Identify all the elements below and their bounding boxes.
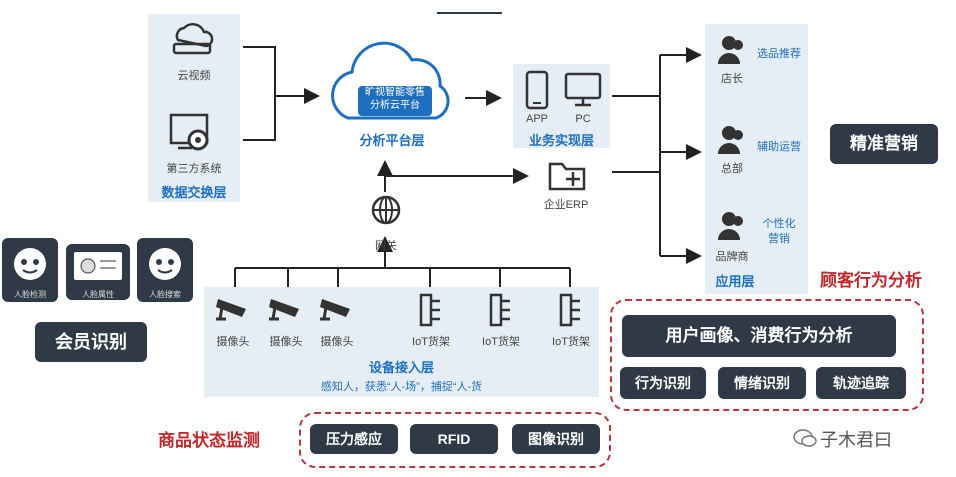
cloud-video-label: 云视频 <box>177 70 211 82</box>
cloud-platform-line2: 分析云平台 <box>370 100 420 111</box>
camera-label-3: 摄像头 <box>320 336 354 348</box>
iot-shelf-label-2: IoT货架 <box>482 336 520 348</box>
iot-shelf-icon-2 <box>489 293 510 327</box>
member-recognition-badge: 会员识别 <box>35 322 147 362</box>
behavior-tag-0: 行为识别 <box>620 367 706 399</box>
analysis-cloud-icon <box>331 41 450 120</box>
mobile-app-icon <box>525 70 549 110</box>
goods-tag-0: 压力感应 <box>310 424 398 454</box>
device-access-layer-title: 设备接入层 <box>368 360 434 375</box>
analysis-platform-layer-title: 分析平台层 <box>359 133 425 148</box>
pc-label: PC <box>575 113 591 125</box>
third-party-system-icon <box>169 113 209 151</box>
goods-tag-1: RFID <box>410 424 498 454</box>
camera-icon-1 <box>216 299 246 321</box>
face-tile-label-2: 人脸搜索 <box>149 290 181 299</box>
precision-marketing-badge: 精准营销 <box>830 124 938 164</box>
role-label-2: 品牌商 <box>715 251 749 263</box>
user-icon-brand <box>718 212 743 240</box>
face-tile-label-1: 人脸属性 <box>82 290 114 299</box>
app-label: APP <box>525 113 548 125</box>
pc-monitor-icon <box>564 72 602 107</box>
iot-shelf-label-3: IoT货架 <box>552 336 590 348</box>
role-function-2: 个性化 营销 <box>762 218 796 245</box>
role-label-1: 总部 <box>721 163 743 175</box>
business-panel <box>513 64 610 148</box>
goods-status-monitoring-title: 商品状态监测 <box>158 431 260 450</box>
face-detection-tile: 人脸检测 <box>2 238 58 302</box>
gateway-label: 网关 <box>375 240 397 252</box>
goods-tag-2: 图像识别 <box>512 424 600 454</box>
face-search-icon <box>149 248 181 280</box>
business-layer-title: 业务实现层 <box>528 133 594 148</box>
globe-gateway-icon <box>371 195 401 225</box>
camera-label-1: 摄像头 <box>216 336 250 348</box>
camera-icon-2 <box>269 299 299 321</box>
face-detection-icon <box>14 248 46 280</box>
customer-behavior-analysis-title: 顾客行为分析 <box>820 271 922 290</box>
data-exchange-panel <box>148 14 240 202</box>
face-attribute-tile: 人脸属性 <box>66 244 130 300</box>
user-profile-analysis-badge: 用户画像、消费行为分析 <box>622 315 896 357</box>
iot-shelf-icon-3 <box>559 293 580 327</box>
behavior-tag-1: 情绪识别 <box>718 367 806 399</box>
face-search-tile: 人脸搜索 <box>137 238 193 302</box>
data-exchange-layer-title: 数据交换层 <box>161 185 227 200</box>
user-icon-headquarters <box>718 126 743 154</box>
iot-shelf-label-1: IoT货架 <box>412 336 450 348</box>
camera-icon-3 <box>320 299 350 321</box>
user-icon-store-manager <box>718 36 743 64</box>
cloud-platform-line1: 旷视智能零售 <box>365 87 425 98</box>
erp-label: 企业ERP <box>543 199 589 211</box>
folder-add-icon <box>548 162 586 191</box>
id-card-icon <box>74 252 122 280</box>
goods-status-group <box>299 412 611 468</box>
cloud-server-icon <box>172 22 214 55</box>
third-party-label: 第三方系统 <box>166 163 222 175</box>
application-panel <box>705 24 808 294</box>
wechat-icon <box>793 429 817 447</box>
behavior-tag-2: 轨迹追踪 <box>816 367 906 399</box>
watermark-text: 子木君曰 <box>820 430 892 450</box>
application-layer-title: 应用层 <box>715 274 755 289</box>
camera-label-2: 摄像头 <box>269 336 303 348</box>
customer-behavior-group <box>610 299 924 411</box>
role-function-1: 辅助运营 <box>757 141 801 153</box>
role-function-0: 选品推荐 <box>757 48 801 60</box>
face-tile-label-0: 人脸检测 <box>14 290 46 299</box>
device-access-description: 感知人，获悉“人-场”，捕捉“人-货 <box>320 381 483 393</box>
iot-shelf-icon-1 <box>419 293 440 327</box>
role-label-0: 店长 <box>721 73 743 85</box>
